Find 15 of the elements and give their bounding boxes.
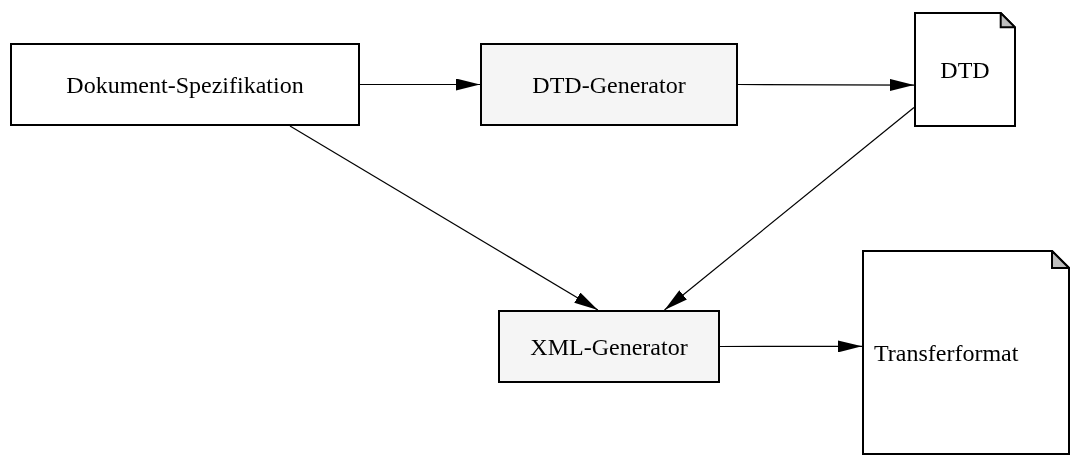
document-shape [862,250,1070,455]
arrow [737,79,915,91]
arrow [289,125,599,311]
node-label: DTD [940,57,990,82]
arrow [663,106,915,311]
process-box [498,310,720,383]
process-box [10,43,360,126]
node-label: Dokument-Spezifikation [66,72,304,97]
arrow [719,340,863,353]
arrow [359,78,481,91]
node-label: DTD-Generator [532,72,686,97]
node-label: Transferformat [874,340,1019,365]
node-label: XML-Generator [530,334,688,359]
process-box [480,43,738,126]
document-shape [914,12,1016,127]
